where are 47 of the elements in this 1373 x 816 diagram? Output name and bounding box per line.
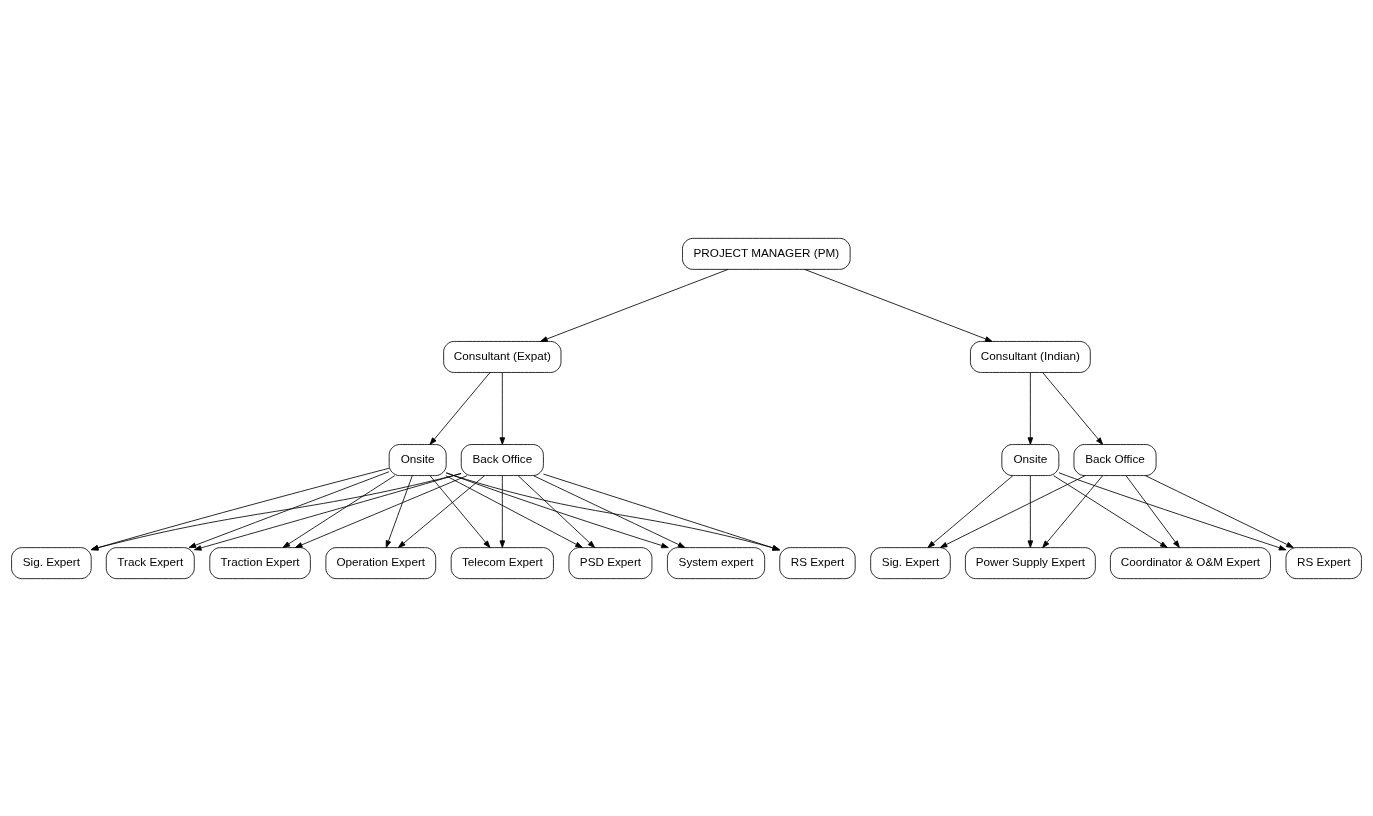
arrow	[429, 371, 491, 445]
arrow	[939, 474, 1086, 548]
arrow	[1042, 474, 1104, 548]
node-box: Coordinator & O&M Expert	[1110, 546, 1271, 579]
node-box: Consultant (Expat)	[443, 340, 562, 373]
arrow	[445, 474, 583, 548]
arrow	[90, 472, 462, 550]
arrow	[385, 474, 413, 548]
arrow	[188, 470, 390, 548]
arrow	[429, 474, 491, 548]
node-box: RS Expert	[1285, 546, 1362, 579]
arrow	[1144, 474, 1294, 548]
node-box: System expert	[667, 546, 766, 579]
node-box: Operation Expert	[325, 546, 437, 579]
arrow	[499, 474, 506, 548]
node-box: Sig. Expert	[11, 546, 92, 579]
node-box: RS Expert	[779, 546, 856, 579]
node-box: Traction Expert	[209, 546, 311, 579]
arrow	[804, 268, 993, 342]
arrow	[282, 474, 396, 548]
arrow	[499, 371, 506, 445]
arrow	[1125, 474, 1180, 548]
arrow	[294, 474, 468, 548]
node-box: PROJECT MANAGER (PM)	[682, 237, 851, 270]
arrow	[927, 474, 1014, 548]
node-box: Telecom Expert	[450, 546, 554, 579]
arrow	[1027, 371, 1034, 445]
arrow	[540, 268, 729, 342]
arrow	[445, 471, 669, 548]
node-box: Consultant (Indian)	[970, 340, 1091, 373]
node-box: Back Office	[460, 443, 544, 476]
arrow	[1042, 371, 1104, 445]
arrow	[1058, 471, 1287, 550]
arrow	[1053, 474, 1168, 548]
arrow	[532, 474, 686, 548]
node-box: PSD Expert	[568, 546, 653, 579]
node-box: Sig. Expert	[870, 546, 951, 579]
arrow	[1027, 474, 1034, 548]
arrow	[90, 467, 390, 550]
node-box: Back Office	[1073, 443, 1157, 476]
node-box: Track Expert	[105, 546, 195, 579]
arrow	[517, 474, 596, 548]
arrow	[193, 472, 462, 551]
node-box: Onsite	[388, 443, 447, 476]
arrow	[398, 474, 486, 548]
node-box: Power Supply Expert	[965, 546, 1096, 579]
node-box: Onsite	[1001, 443, 1060, 476]
